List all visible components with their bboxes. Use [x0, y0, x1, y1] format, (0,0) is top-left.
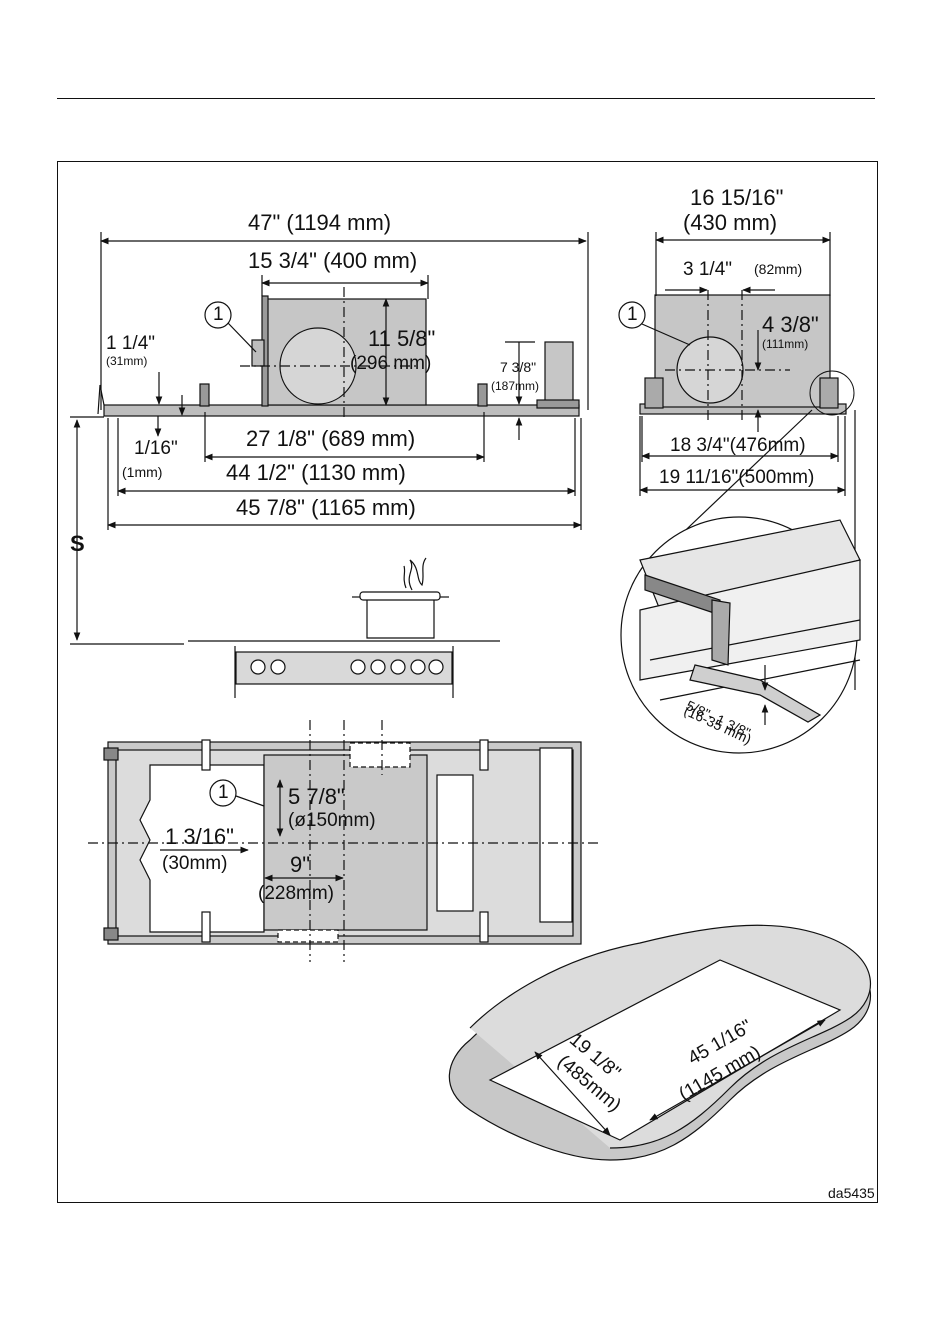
detail-drawing: [620, 516, 861, 754]
clearance-s-label: S: [70, 531, 85, 556]
side-offset-label: 3 1/4": [683, 259, 733, 280]
plan-duct-mm-label: (ø150mm): [288, 810, 376, 831]
plan-marker: 1: [218, 782, 229, 803]
side-top-width-label: 16 15/16": [690, 185, 784, 210]
front-right-height-label: 7 3/8": [500, 359, 537, 375]
side-marker: 1: [627, 304, 638, 325]
cutout-drawing: [448, 924, 872, 1161]
front-marker: 1: [213, 304, 224, 325]
front-motor-height-label: 11 5/8": [368, 326, 436, 351]
front-view-drawing: [70, 232, 589, 698]
plan-offset-y-label: 9": [290, 852, 311, 877]
front-overall-width-label: 47" (1194 mm): [248, 210, 392, 235]
plan-view-drawing: [88, 720, 598, 962]
side-outer-width-label: 19 11/16"(500mm): [659, 467, 815, 488]
front-gap-label: 1/16": [134, 438, 178, 459]
front-outer-width-label: 45 7/8" (1165 mm): [236, 495, 416, 520]
plan-duct-label: 5 7/8": [288, 784, 345, 809]
side-depth-label: 4 3/8": [762, 312, 819, 337]
front-inner-width-label: 27 1/8" (689 mm): [246, 426, 416, 451]
front-mid-width-label: 44 1/2" (1130 mm): [226, 460, 406, 485]
header-rule: [57, 98, 875, 99]
figure-frame: [57, 161, 878, 1203]
front-right-height-mm-label: (187mm): [491, 379, 540, 393]
front-left-height-mm-label: (31mm): [106, 354, 148, 368]
front-motor-height-mm-label: (296 mm): [350, 353, 432, 374]
front-gap-mm-label: (1mm): [122, 464, 163, 480]
plan-offset-x-mm-label: (30mm): [162, 853, 228, 874]
side-inner-width-label: 18 3/4"(476mm): [670, 435, 806, 456]
side-depth-mm-label: (111mm): [762, 337, 809, 351]
plan-offset-y-mm-label: (228mm): [258, 883, 335, 904]
front-motor-width-label: 15 3/4" (400 mm): [248, 248, 418, 273]
plan-offset-x-label: 1 3/16": [165, 824, 234, 849]
side-offset-mm-label: (82mm): [754, 261, 803, 277]
figure-id-label: da5435: [828, 1185, 875, 1201]
side-top-width-mm-label: (430 mm): [683, 210, 778, 235]
front-left-height-label: 1 1/4": [106, 333, 156, 354]
